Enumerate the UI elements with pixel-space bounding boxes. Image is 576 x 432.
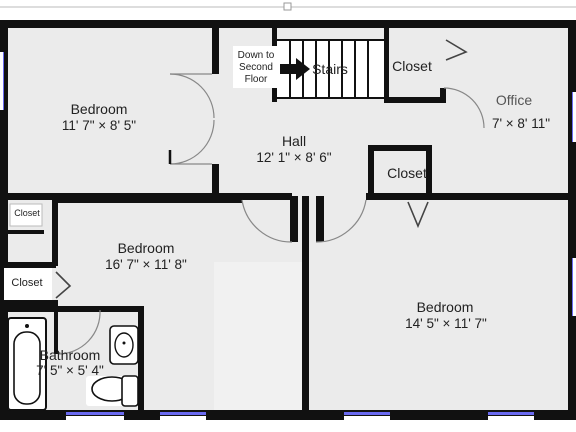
stairs-down-line2: Second (239, 62, 273, 73)
closet-top-label: Closet (392, 58, 432, 74)
bedroom-nw-label: Bedroom (70, 101, 128, 117)
outer-walls (0, 20, 576, 420)
bathroom-dims: 7' 5" × 5' 4" (36, 363, 104, 378)
stairs-down-line3: Floor (244, 74, 268, 85)
bathtub-icon (7, 317, 47, 411)
door-swings (57, 73, 485, 355)
stairs-down-line1: Down to (237, 50, 275, 61)
bedroom-sw-label: Bedroom (117, 240, 175, 256)
bedroom-sw-dims: 16' 7" × 11' 8" (105, 257, 187, 272)
closet-mid-label: Closet (387, 165, 427, 181)
stairs-label: Stairs (312, 61, 348, 77)
closet-small-label: Closet (14, 208, 40, 218)
sink-icon (109, 325, 139, 365)
top-guide-handle (283, 2, 292, 11)
small-closet-box (9, 203, 43, 227)
top-right-white (0, 0, 576, 22)
office-label: Office (495, 92, 533, 108)
bedroom-se-dims: 14' 5" × 11' 7" (405, 316, 487, 331)
bedroom-se-label: Bedroom (416, 299, 474, 315)
left-closet-box (4, 268, 52, 300)
toilet-icon (86, 375, 139, 407)
closet-left-label: Closet (11, 277, 43, 289)
bedroom-nw-dims: 11' 7" × 8' 5" (61, 118, 137, 133)
window-gaps (0, 52, 576, 420)
bathroom-label: Bathroom (39, 347, 101, 363)
stairs-arrow-icon (280, 58, 310, 80)
rug-area (214, 262, 304, 414)
stairs-steps (277, 39, 384, 99)
stairs-label-box (233, 46, 277, 88)
closet-door-marks (55, 39, 468, 299)
hall-dims: 12' 1" × 8' 6" (256, 150, 332, 165)
office-dims: 7' × 8' 11" (491, 116, 551, 131)
hall-label: Hall (281, 133, 307, 149)
